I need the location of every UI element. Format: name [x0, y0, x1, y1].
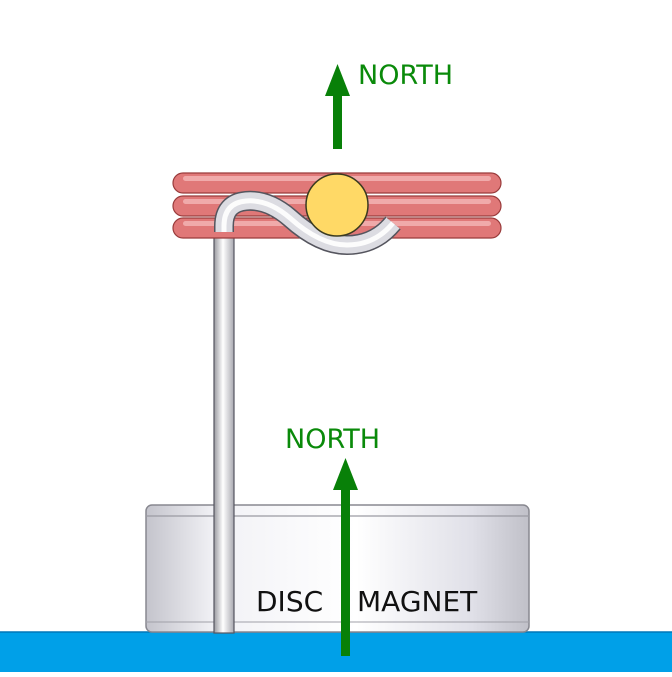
- ground-base: [0, 632, 672, 672]
- label-magnet: MAGNET: [357, 585, 478, 618]
- wire-vertical: [213, 229, 235, 634]
- ball: [305, 173, 369, 237]
- wire-curve: [214, 190, 401, 255]
- label-disc: DISC: [256, 585, 324, 618]
- disc-magnet: [145, 504, 530, 633]
- north-arrow-bottom: [333, 458, 358, 656]
- label-north-top: NORTH: [358, 60, 454, 91]
- north-arrow-top: [325, 64, 350, 149]
- label-north-bottom: NORTH: [285, 424, 381, 455]
